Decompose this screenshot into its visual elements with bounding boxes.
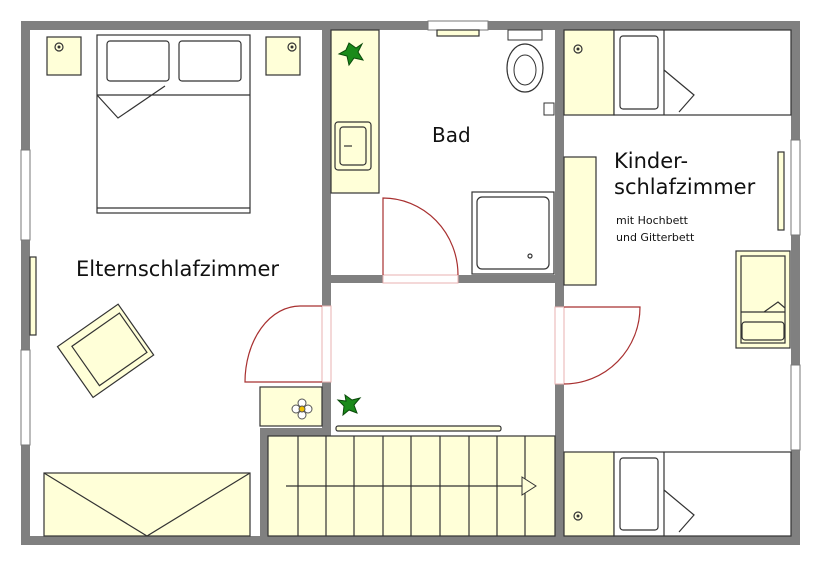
toilet-paper-holder (543, 102, 555, 116)
toilet (506, 29, 544, 93)
plant-icon (336, 393, 362, 417)
interior-walls (260, 21, 564, 545)
loft-bed (613, 29, 792, 116)
door-bath (382, 197, 459, 276)
window-kids-2 (790, 364, 801, 451)
shower (471, 191, 555, 275)
room-note-kids-1: mit Hochbett (616, 214, 689, 227)
door-gap-parents (321, 305, 332, 383)
flower-icon (291, 398, 313, 420)
radiator-parents (29, 256, 37, 336)
shelf (259, 386, 323, 427)
hallway-furniture (259, 386, 556, 537)
window-parents-1 (20, 149, 31, 241)
radiator-bath (436, 29, 480, 37)
doors (244, 197, 641, 385)
bed-desk-bottom (563, 451, 615, 537)
wardrobe-kids (563, 156, 597, 286)
radiators (29, 29, 785, 336)
sink (334, 121, 372, 171)
door-kids (563, 306, 641, 385)
door-gap-bath (382, 274, 459, 284)
nightstand-left (46, 36, 82, 76)
window-parents-2 (20, 349, 31, 446)
bath-furniture: Bad (330, 29, 555, 275)
windows (20, 20, 801, 451)
staircase (267, 435, 556, 537)
room-label-kids-2: schlafzimmer (614, 175, 756, 199)
crib (735, 250, 791, 349)
room-label-parents: Elternschlafzimmer (76, 257, 279, 281)
room-label-kids-1: Kinder- (614, 149, 688, 173)
armchair (56, 303, 155, 399)
loft-bed-desk (563, 29, 615, 116)
kids-furniture: Kinder- schlafzimmer mit Hochbett und Gi… (563, 29, 792, 537)
door-parents (244, 305, 322, 383)
wardrobe (43, 472, 251, 537)
radiator-kids (777, 151, 785, 231)
double-bed (96, 34, 251, 214)
room-label-bath: Bad (432, 123, 471, 147)
window-bath (427, 20, 489, 31)
plant-icon (337, 42, 365, 67)
parents-furniture: Elternschlafzimmer (43, 34, 301, 537)
window-kids-1 (790, 139, 801, 236)
outer-walls (21, 21, 800, 545)
room-note-kids-2: und Gitterbett (616, 231, 695, 244)
bed-bottom (613, 451, 792, 537)
nightstand-right (265, 36, 301, 76)
handrail (335, 425, 502, 432)
door-gap-kids (554, 306, 565, 385)
